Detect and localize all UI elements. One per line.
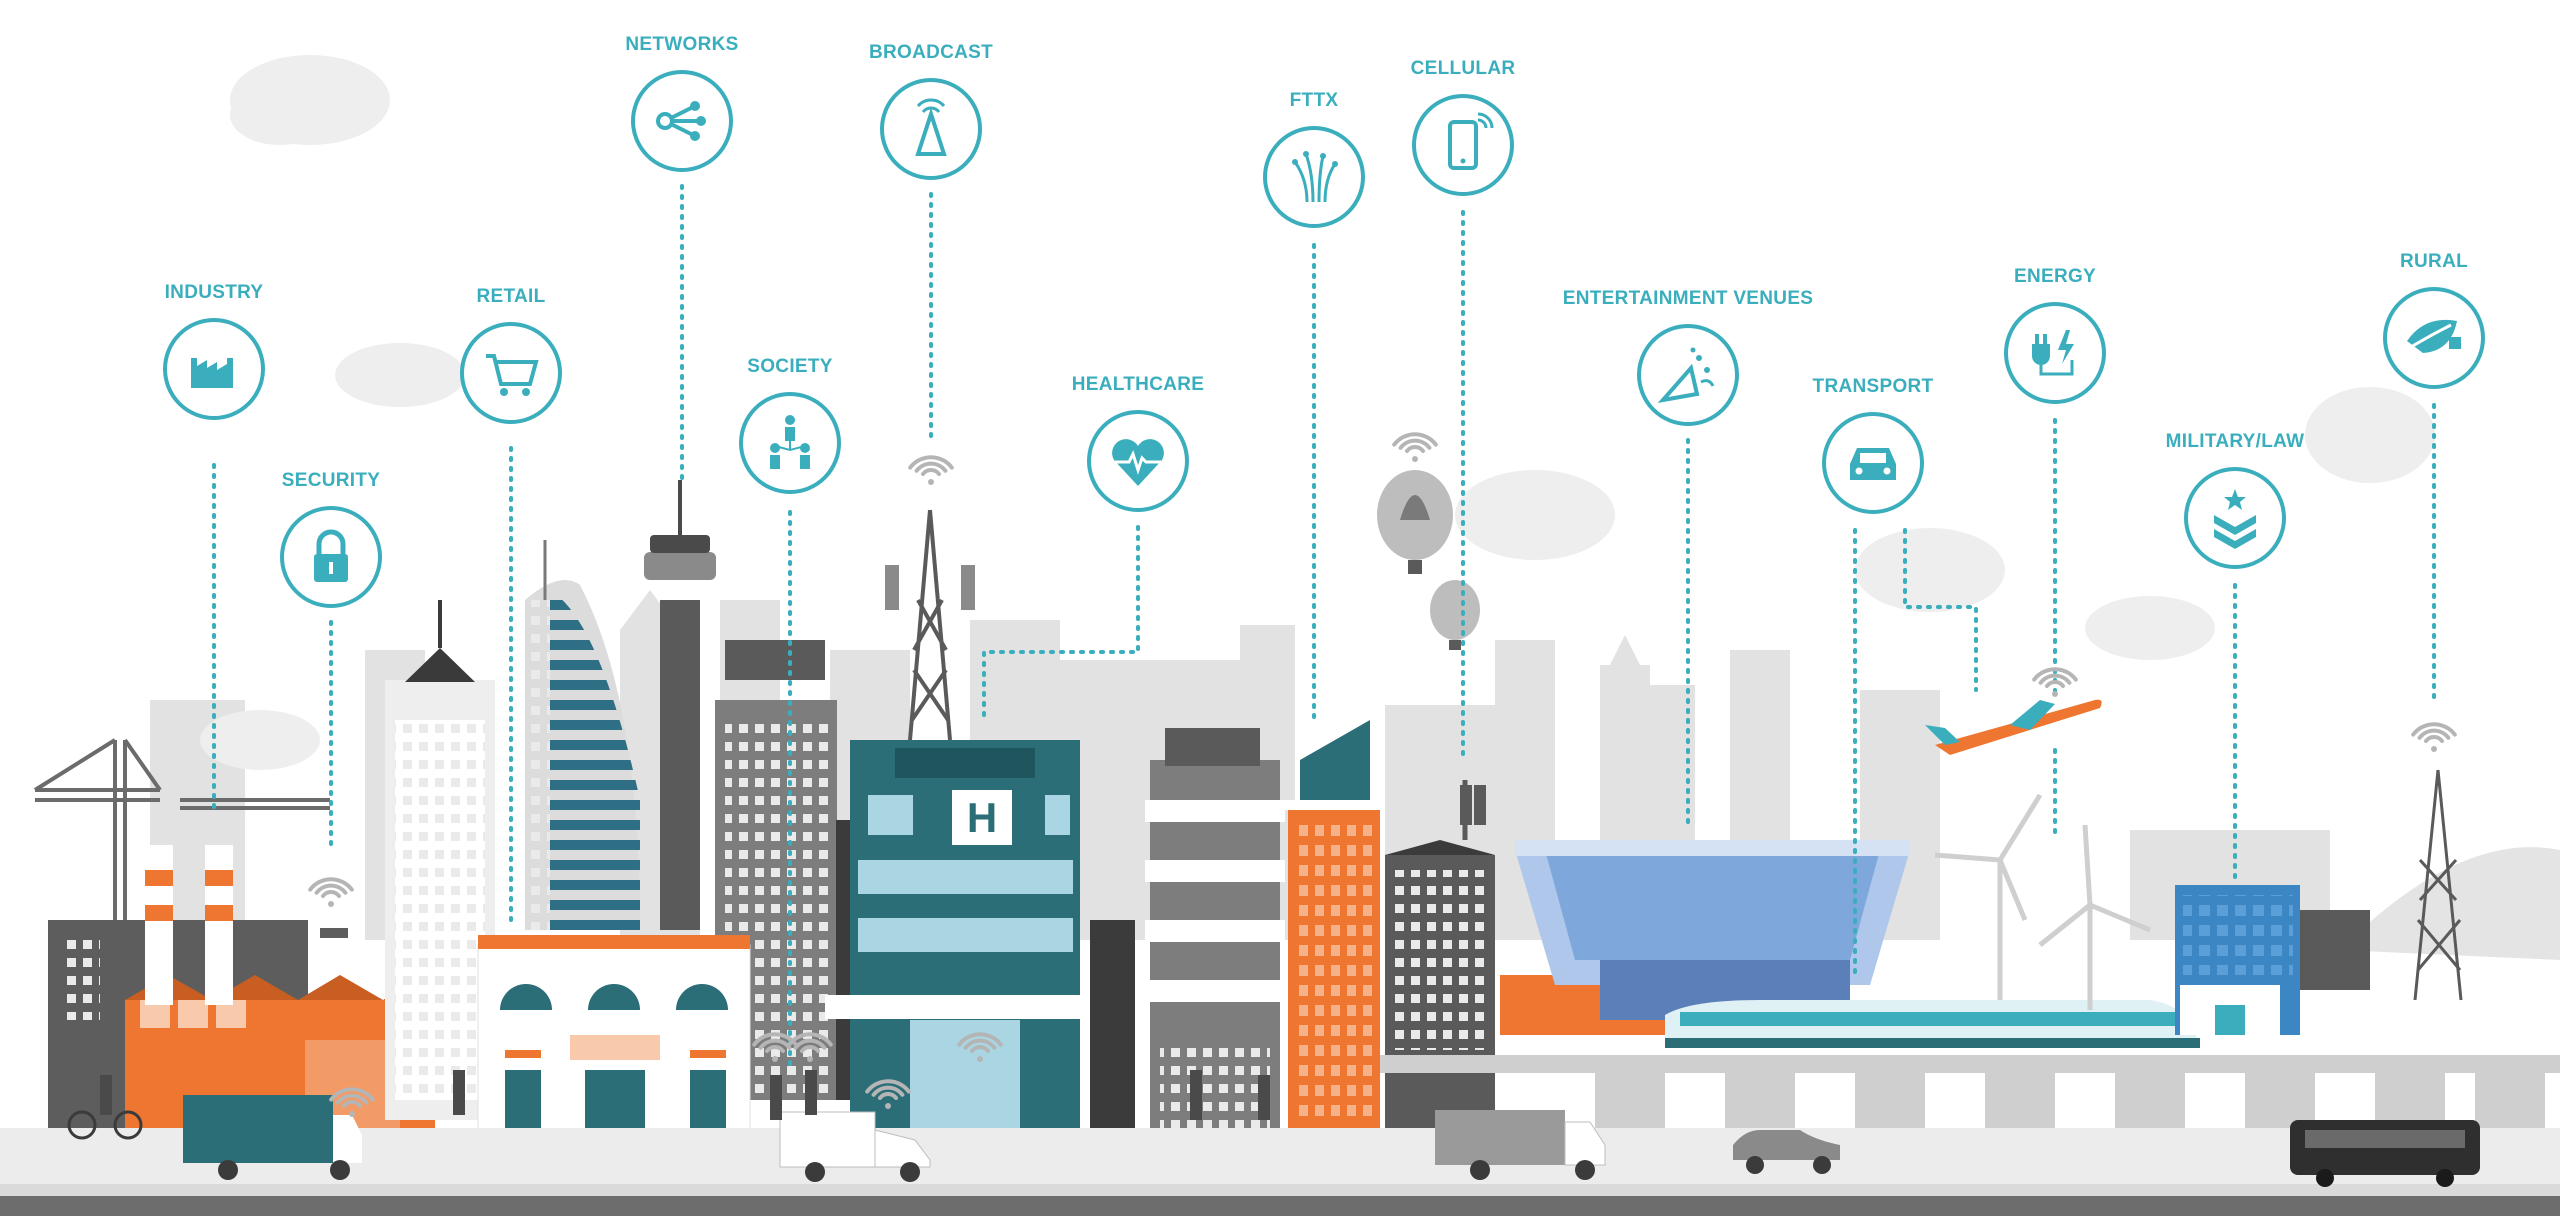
gray-truck	[1435, 1110, 1606, 1180]
society-label: SOCIETY	[747, 356, 833, 377]
chevron-rank-icon	[2184, 467, 2286, 569]
connector-transport-2	[1903, 528, 1978, 692]
networks-label: NETWORKS	[625, 34, 739, 55]
entertainment-label: ENTERTAINMENT VENUES	[1562, 288, 1814, 309]
car	[1733, 1130, 1840, 1174]
broadcast-tower-icon	[880, 78, 982, 180]
share-network-icon	[631, 70, 733, 172]
heart-pulse-icon	[1087, 410, 1189, 512]
healthcare-label: HEALTHCARE	[1071, 374, 1205, 395]
ambulance	[779, 1111, 931, 1182]
cranes	[33, 738, 330, 920]
people-icon	[739, 392, 841, 494]
industry-label: INDUSTRY	[164, 282, 264, 303]
energy-label: ENERGY	[2013, 266, 2097, 287]
party-icon	[1637, 324, 1739, 426]
teal-truck	[183, 1095, 362, 1180]
wifi-icon	[2032, 667, 2078, 697]
car-icon	[1822, 412, 1924, 514]
wifi-icon	[865, 1079, 911, 1109]
observation-tower	[644, 480, 716, 930]
airplane	[1925, 699, 2102, 755]
cellular-antenna	[1460, 785, 1486, 825]
curb	[0, 1184, 2560, 1196]
mobile-phone-icon	[1412, 94, 1514, 196]
cellular-label: CELLULAR	[1410, 58, 1516, 79]
leaf-house-icon	[2383, 287, 2485, 389]
hospital-sign-letter: H	[967, 794, 997, 841]
transport-label: TRANSPORT	[1812, 376, 1934, 397]
sidewalk	[0, 1128, 2560, 1184]
fiber-optic-icon	[1263, 126, 1365, 228]
lock-icon	[280, 506, 382, 608]
gray-office-block	[1385, 780, 1495, 1130]
factory	[48, 710, 435, 1130]
parking-garage	[1145, 728, 1285, 1130]
military-label: MILITARY/LAW	[2165, 431, 2305, 452]
wifi-signals	[308, 432, 2457, 1117]
hospital-sign	[952, 790, 1012, 845]
wifi-icon	[1392, 432, 1438, 462]
orange-tower	[1285, 720, 1383, 1130]
wifi-icon	[908, 455, 954, 485]
broadcast-lattice-tower	[885, 509, 975, 741]
retail-label: RETAIL	[476, 286, 546, 307]
retail-shop	[477, 935, 751, 1131]
police-building	[2175, 885, 2370, 1035]
broadcast-label: BROADCAST	[868, 42, 994, 63]
train	[1665, 1000, 2200, 1048]
wifi-icon	[957, 1032, 1003, 1062]
fttx-label: FTTX	[1289, 90, 1339, 111]
wifi-icon	[329, 1087, 375, 1117]
connector-healthcare	[982, 525, 1140, 722]
white-tower	[385, 600, 495, 1120]
clouds	[230, 55, 2435, 660]
dotted-connectors	[212, 184, 2436, 1072]
security-label: SECURITY	[281, 470, 381, 491]
bus	[2290, 1120, 2480, 1187]
rural-label: RURAL	[2400, 251, 2468, 272]
wifi-icon	[787, 1032, 833, 1062]
pedestrians	[453, 1070, 1270, 1120]
cyclist	[67, 1075, 143, 1140]
wifi-icon	[308, 877, 354, 907]
wifi-icon	[2411, 722, 2457, 752]
hospital: H	[825, 740, 1140, 1130]
factory-icon	[163, 318, 265, 420]
wind-turbines	[1934, 793, 2151, 1010]
shopping-cart-icon	[460, 322, 562, 424]
hot-air-balloons	[1377, 470, 1480, 650]
elevated-rail	[1380, 1055, 2560, 1128]
rural-lattice-tower	[2413, 769, 2463, 1001]
road	[0, 1196, 2560, 1216]
power-plug-icon	[2004, 302, 2106, 404]
curved-skyscraper	[525, 540, 640, 930]
